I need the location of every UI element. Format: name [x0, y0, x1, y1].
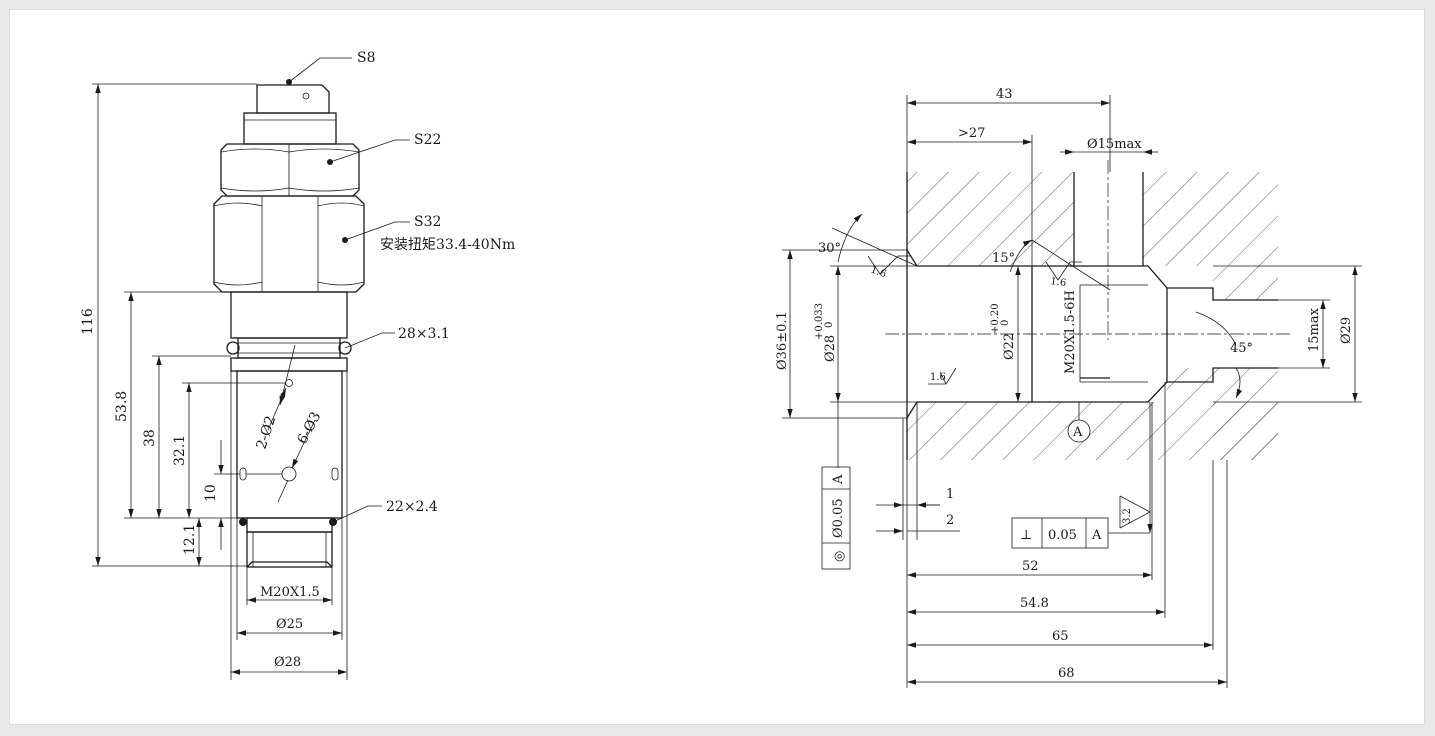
text-thread: M20X1.5-6H — [1063, 290, 1078, 374]
text-dia22-tol-lower: 0 — [1000, 320, 1011, 326]
s8-hole — [302, 92, 310, 100]
label-oring-upper: 28×3.1 — [398, 326, 450, 342]
text-dim-27: >27 — [958, 126, 985, 141]
text-rough-d: 3.2 — [1122, 508, 1133, 524]
small-port-hole — [285, 379, 293, 387]
perpendicularity-frame — [1011, 402, 1153, 549]
text-dia22-tol-upper: +0.20 — [990, 303, 1001, 334]
leader-s22 — [329, 139, 410, 163]
large-port-hole — [281, 466, 297, 482]
text-angle-15: 15° — [992, 251, 1015, 266]
concentricity-icon: ◎ — [832, 551, 847, 562]
text-dia28-tol-upper: +0.033 — [814, 303, 825, 340]
label-s8: S8 — [357, 50, 376, 66]
text-rough-c: 1.6 — [930, 372, 946, 383]
s8-stem — [256, 84, 330, 114]
text-perp-datum: A — [1091, 528, 1102, 543]
text-dim-53-8: 53.8 — [114, 391, 130, 422]
label-oring-lower: 22×2.4 — [386, 499, 438, 515]
text-dia28-tol-lower: 0 — [824, 322, 835, 328]
text-conc-datum: A — [831, 474, 846, 485]
text-dim-116: 116 — [80, 308, 96, 335]
text-dim-dia22: Ø22 — [1002, 333, 1017, 360]
valve-labels: S8 S22 S32 安装扭矩33.4-40Nm 28×3.1 22×2.4 2… — [80, 50, 515, 670]
text-dim-dia25: Ø25 — [276, 617, 303, 632]
text-dim-15max: Ø15max — [1087, 137, 1142, 152]
text-dim-15max-v: 15max — [1307, 307, 1322, 352]
text-dim-43: 43 — [996, 87, 1013, 102]
leader-oring-lower — [332, 505, 382, 523]
text-rough-a: 1.6 — [869, 264, 888, 280]
text-perp-value: 0.05 — [1048, 528, 1077, 543]
text-dim-dia36: Ø36±0.1 — [775, 311, 790, 370]
label-hole-large: 6-Ø3 — [294, 409, 324, 447]
text-dim-38: 38 — [142, 429, 158, 447]
text-dim-68: 68 — [1058, 666, 1075, 681]
s22-hex-nut — [220, 143, 360, 197]
text-dim-thread: M20X1.5 — [260, 585, 320, 600]
cavity-section-view — [782, 95, 1362, 688]
text-dim-dia28: Ø28 — [823, 335, 838, 362]
text-dim-54-8: 54.8 — [1020, 596, 1049, 611]
valve-neck — [230, 291, 348, 339]
text-dim-65: 65 — [1052, 629, 1069, 644]
collar — [243, 112, 337, 145]
label-s32: S32 — [414, 214, 441, 230]
text-rough-b: 1.6 — [1050, 276, 1067, 289]
text-datum-a: A — [1072, 425, 1083, 440]
text-dim-2: 2 — [946, 513, 954, 528]
upper-oring-left — [226, 341, 240, 355]
text-dim-12-1: 12.1 — [182, 524, 198, 555]
leader-s8 — [288, 57, 352, 83]
text-dim-dia29: Ø29 — [1339, 317, 1354, 344]
text-conc-value: Ø0.05 — [831, 498, 846, 538]
label-s22: S22 — [414, 132, 441, 148]
leader-s32 — [344, 221, 410, 241]
perpendicularity-icon: ⊥ — [1020, 528, 1032, 543]
text-angle-45: 45° — [1230, 341, 1253, 356]
lower-oring-groove — [246, 517, 333, 533]
valve-side-view — [92, 57, 410, 680]
drawing-frame — [9, 9, 1425, 725]
text-dim-dia28: Ø28 — [274, 655, 301, 670]
label-torque: 安装扭矩33.4-40Nm — [380, 237, 515, 253]
cavity-labels: 43 >27 Ø15max 30° 15° 45° 1.6 1.6 1.6 3.… — [775, 87, 1354, 681]
text-dim-32-1: 32.1 — [172, 435, 188, 466]
text-dim-1: 1 — [946, 487, 954, 502]
upper-oring-groove — [237, 337, 341, 359]
valve-lower-body — [236, 370, 343, 519]
upper-oring-right — [338, 341, 352, 355]
concentricity-frame — [821, 466, 851, 570]
label-hole-small: 2-Ø2 — [254, 414, 280, 451]
text-dim-52: 52 — [1022, 559, 1039, 574]
text-angle-30: 30° — [818, 241, 841, 256]
leader-oring-upper — [344, 332, 395, 349]
thread-end — [246, 531, 333, 568]
text-dim-10: 10 — [203, 484, 219, 502]
s32-hex-body — [213, 195, 365, 293]
